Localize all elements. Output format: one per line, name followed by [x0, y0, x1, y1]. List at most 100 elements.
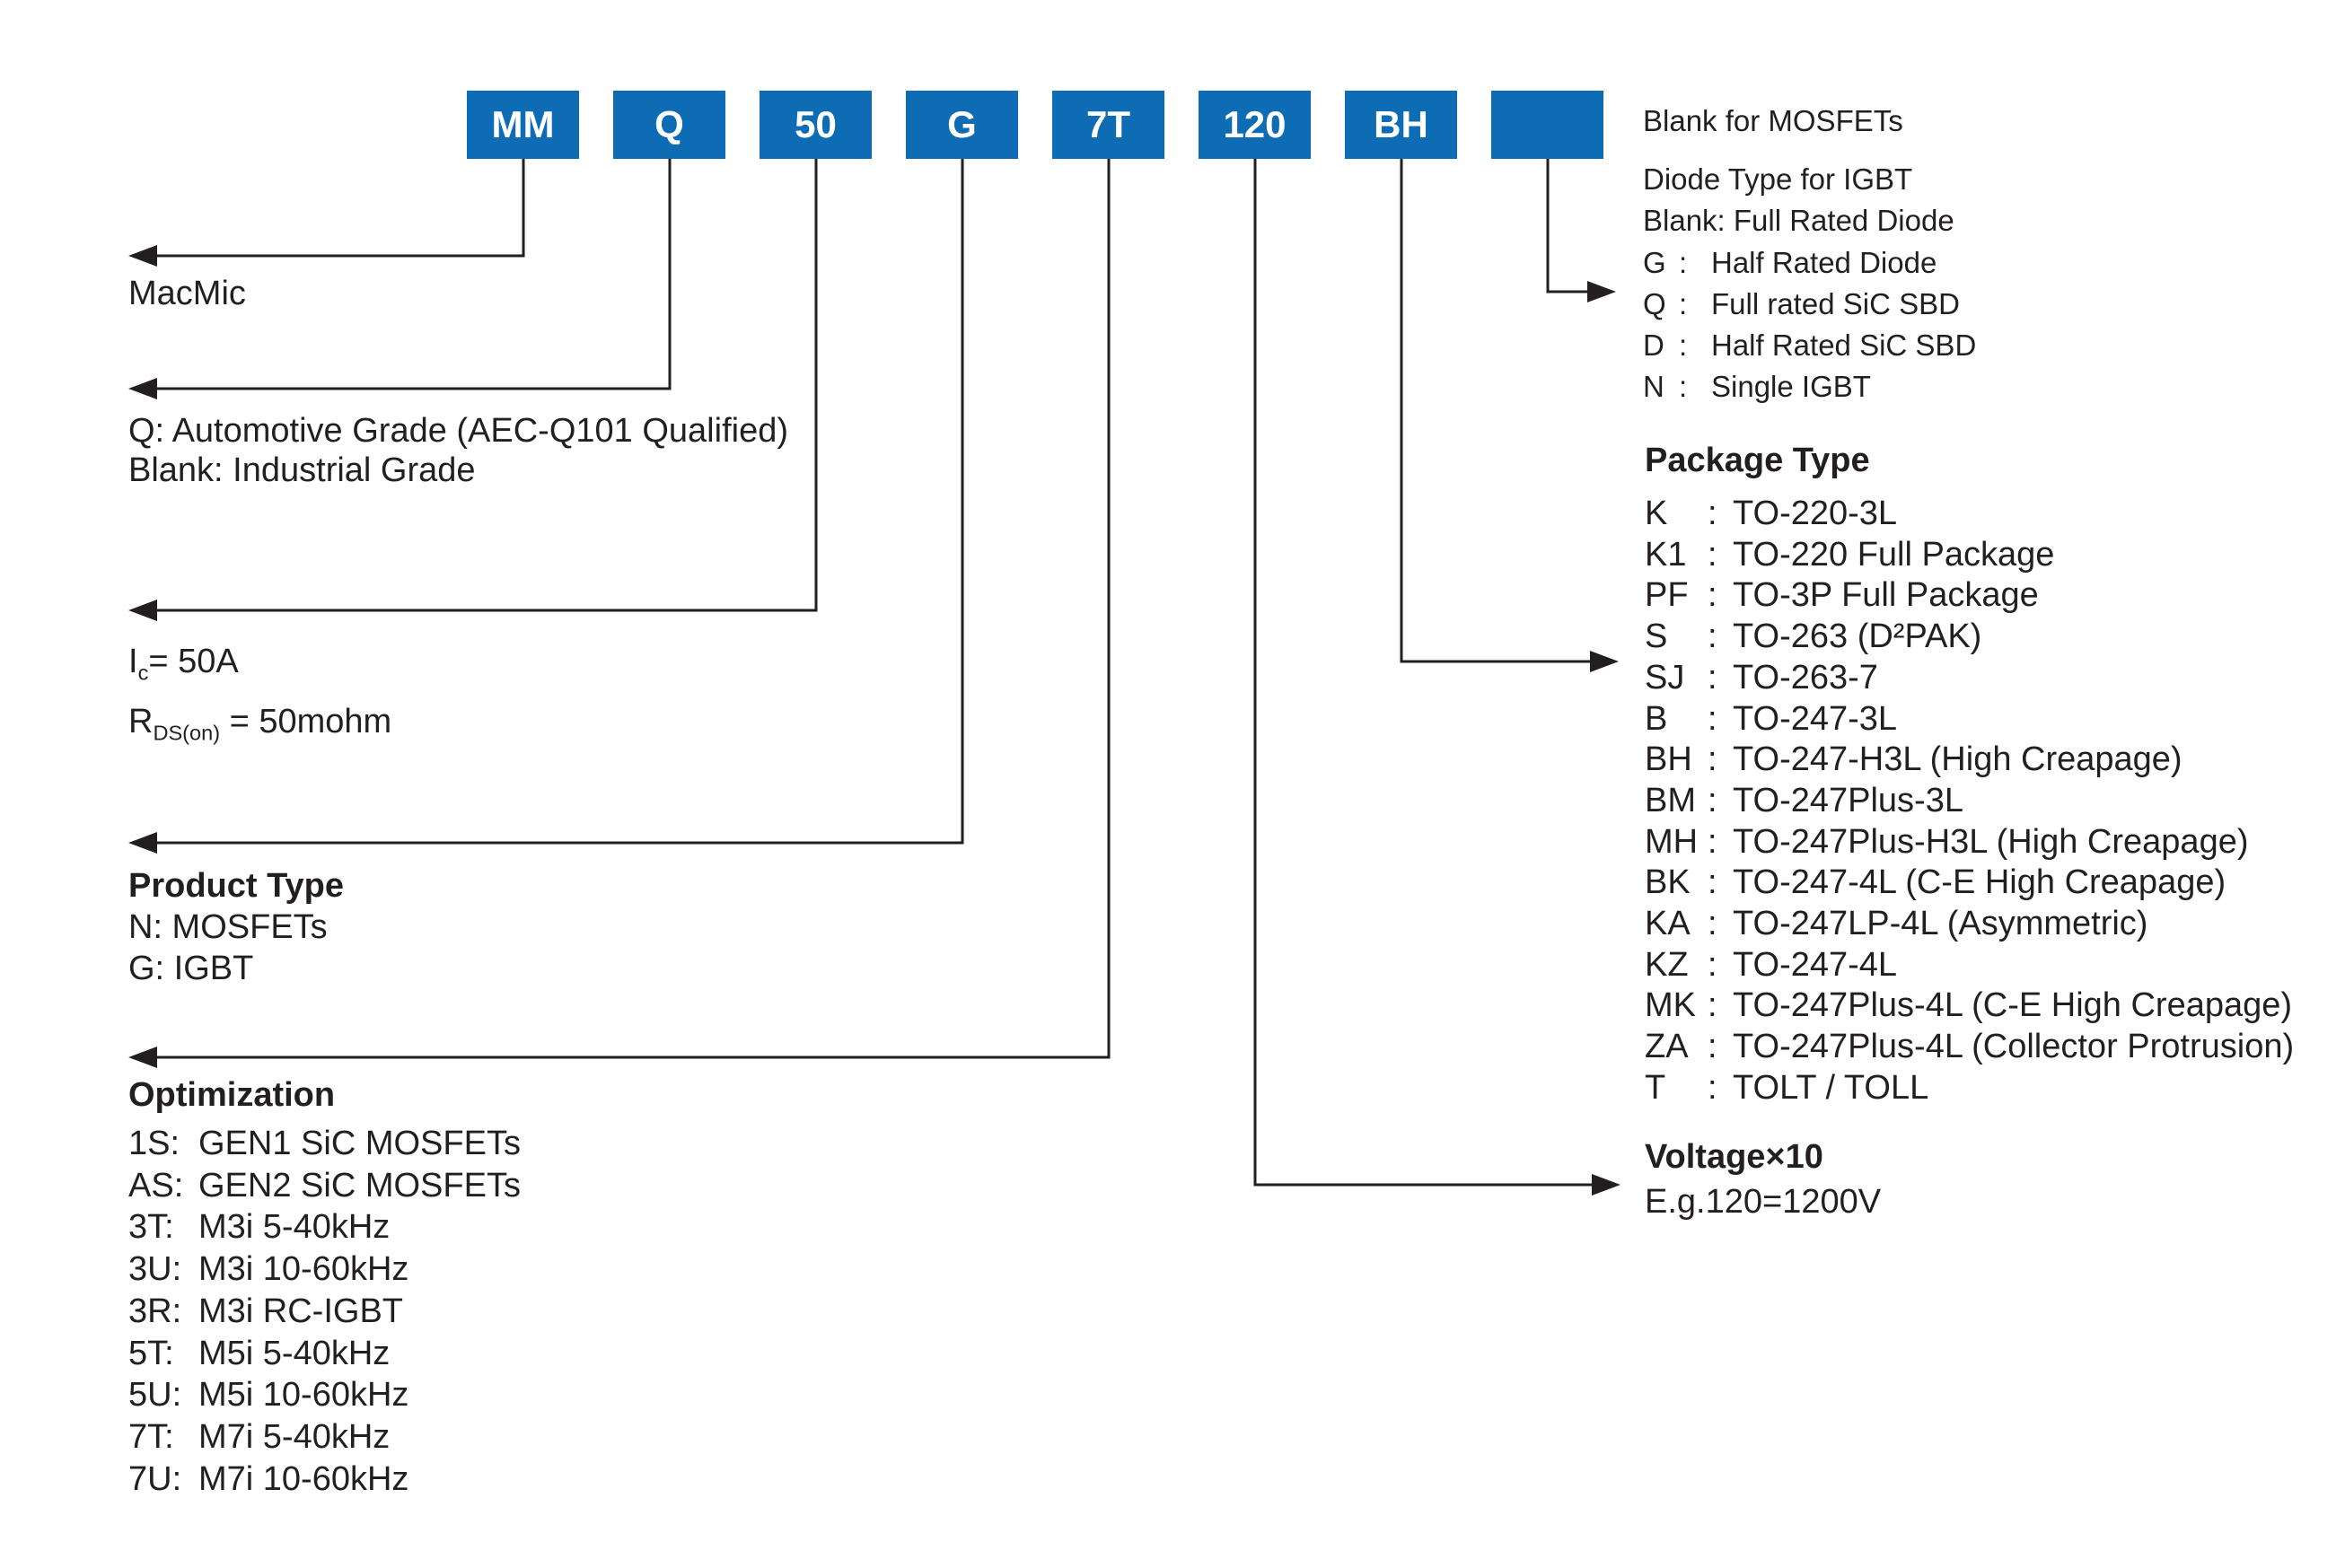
package-type-item-code: T [1645, 1068, 1666, 1107]
package-type-item: ZA : TO-247Plus-4L (Collector Protrusion… [1645, 1027, 2294, 1068]
diode-type-item-colon: : [1679, 245, 1688, 279]
diode-type-item-colon: : [1679, 286, 1688, 320]
part-code-label: 120 [1223, 103, 1287, 145]
arrow-right-icon [1590, 651, 1619, 672]
diode-type-item-desc: Half Rated Diode [1711, 245, 1937, 279]
product-type-item: G: IGBT [128, 950, 254, 987]
part-code-label: 50 [795, 103, 837, 145]
optimization-item: 1S: GEN1 SiC MOSFETs [128, 1123, 521, 1165]
package-type-item-colon: : [1708, 1028, 1717, 1066]
optimization-item-code: 3R: [128, 1292, 182, 1330]
arrow-left-icon [128, 1047, 157, 1068]
optimization-item: 5T: M5i 5-40kHz [128, 1333, 521, 1375]
connector-brand [128, 159, 525, 267]
package-type-item: B : TO-247-3L [1645, 699, 2294, 740]
optimization-item: 5U: M5i 10-60kHz [128, 1374, 521, 1416]
optimization-item: AS: GEN2 SiC MOSFETs [128, 1165, 521, 1207]
current-rating-section: Ic= 50A RDS(on) = 50mohm [128, 637, 391, 757]
package-type-item-code: MH [1645, 822, 1699, 861]
package-type-item-code: K [1645, 495, 1668, 532]
grade-line-industrial: Blank: Industrial Grade [128, 451, 476, 489]
brand-label: MacMic [128, 272, 246, 315]
diode-type-item-desc: Single IGBT [1711, 370, 1871, 404]
diode-type-item-code: D [1643, 328, 1664, 363]
package-type-item: BM : TO-247Plus-3L [1645, 781, 2294, 822]
part-code-box [1491, 91, 1603, 159]
package-type-item-desc: TO-247Plus-3L [1733, 781, 1963, 819]
diode-type-blank-line: Blank: Full Rated Diode [1643, 204, 1954, 238]
package-type-item-desc: TOLT / TOLL [1733, 1068, 1929, 1107]
package-type-item-code: BM [1645, 781, 1696, 819]
package-type-item: T : TOLT / TOLL [1645, 1068, 2294, 1109]
optimization-item-desc: M3i 10-60kHz [198, 1250, 409, 1289]
optimization-item: 3U: M3i 10-60kHz [128, 1248, 521, 1291]
voltage-example: E.g.120=1200V [1645, 1183, 1882, 1221]
package-type-item-desc: TO-3P Full Package [1733, 576, 2039, 615]
package-type-item-desc: TO-247Plus-4L (Collector Protrusion) [1733, 1028, 2295, 1066]
package-type-item-desc: TO-247Plus-H3L (High Creapage) [1733, 822, 2249, 861]
brand-name: MacMic [128, 275, 246, 312]
package-type-item-desc: TO-247-4L [1733, 945, 1898, 984]
grade-line-automotive: Q: Automotive Grade (AEC-Q101 Qualified) [128, 412, 788, 450]
part-code-label: Q [654, 103, 684, 145]
part-code-label: MM [491, 103, 555, 145]
part-code-box: Q [613, 91, 725, 159]
voltage-section: Voltage×10 E.g.120=1200V [1645, 1134, 1881, 1224]
part-code-box: 120 [1199, 91, 1311, 159]
package-type-item: KA : TO-247LP-4L (Asymmetric) [1645, 904, 2294, 945]
part-code-boxes: MM Q 50 G 7T 120 BH [467, 91, 1603, 159]
product-type-title: Product Type [128, 867, 344, 905]
optimization-item-code: 3T: [128, 1208, 174, 1247]
package-type-item-code: SJ [1645, 658, 1685, 696]
package-type-item-code: BH [1645, 740, 1692, 779]
diode-type-item-code: G [1643, 245, 1666, 279]
optimization-item-code: 5U: [128, 1376, 182, 1415]
arrow-left-icon [128, 600, 157, 621]
product-type-item: N: MOSFETs [128, 908, 328, 946]
optimization-item: 3T: M3i 5-40kHz [128, 1206, 521, 1248]
optimization-item-desc: GEN1 SiC MOSFETs [198, 1125, 521, 1162]
package-type-item-colon: : [1708, 1068, 1717, 1107]
package-type-item-colon: : [1708, 986, 1717, 1025]
connector-product-type [128, 159, 964, 854]
optimization-item-code: 3U: [128, 1250, 182, 1289]
connector-diode-type [1546, 159, 1616, 302]
diode-type-title: Diode Type for IGBT [1643, 162, 1913, 196]
part-code-box: BH [1345, 91, 1457, 159]
optimization-item-code: 7U: [128, 1459, 182, 1498]
diode-type-item: D : Half Rated SiC SBD [1643, 325, 1976, 366]
package-type-item: K : TO-220-3L [1645, 494, 2294, 535]
package-type-item-colon: : [1708, 740, 1717, 779]
package-type-item-code: PF [1645, 576, 1689, 615]
part-code-box: G [906, 91, 1018, 159]
optimization-item-code: 7T: [128, 1417, 174, 1456]
connector-package-type [1400, 159, 1619, 672]
package-type-item: SJ : TO-263-7 [1645, 658, 2294, 699]
product-type-section: Product Type N: MOSFETs G: IGBT [128, 865, 344, 989]
optimization-item-desc: M5i 10-60kHz [198, 1376, 409, 1415]
package-type-item-colon: : [1708, 699, 1717, 738]
package-type-item-colon: : [1708, 535, 1717, 574]
diode-type-item-colon: : [1679, 370, 1688, 404]
diode-type-section: Diode Type for IGBT Blank: Full Rated Di… [1643, 159, 1976, 408]
package-type-item-desc: TO-247-3L [1733, 699, 1898, 738]
optimization-item-code: AS: [128, 1166, 184, 1204]
package-type-item: PF : TO-3P Full Package [1645, 575, 2294, 617]
arrow-right-icon [1587, 281, 1616, 302]
package-type-item: BK : TO-247-4L (C-E High Creapage) [1645, 863, 2294, 904]
package-type-item: S : TO-263 (D²PAK) [1645, 617, 2294, 658]
package-type-item-desc: TO-220-3L [1733, 495, 1898, 532]
package-type-item-colon: : [1708, 576, 1717, 615]
arrow-left-icon [128, 378, 157, 399]
package-type-item-code: KZ [1645, 945, 1689, 984]
connector-voltage [1253, 159, 1620, 1196]
optimization-item: 7T: M7i 5-40kHz [128, 1416, 521, 1459]
part-code-box: 7T [1052, 91, 1164, 159]
part-code-box: MM [467, 91, 579, 159]
connector-optimization [128, 159, 1111, 1068]
diode-type-item-colon: : [1679, 328, 1688, 363]
package-type-item: MK : TO-247Plus-4L (C-E High Creapage) [1645, 985, 2294, 1027]
package-type-item-desc: TO-247-H3L (High Creapage) [1733, 740, 2183, 779]
